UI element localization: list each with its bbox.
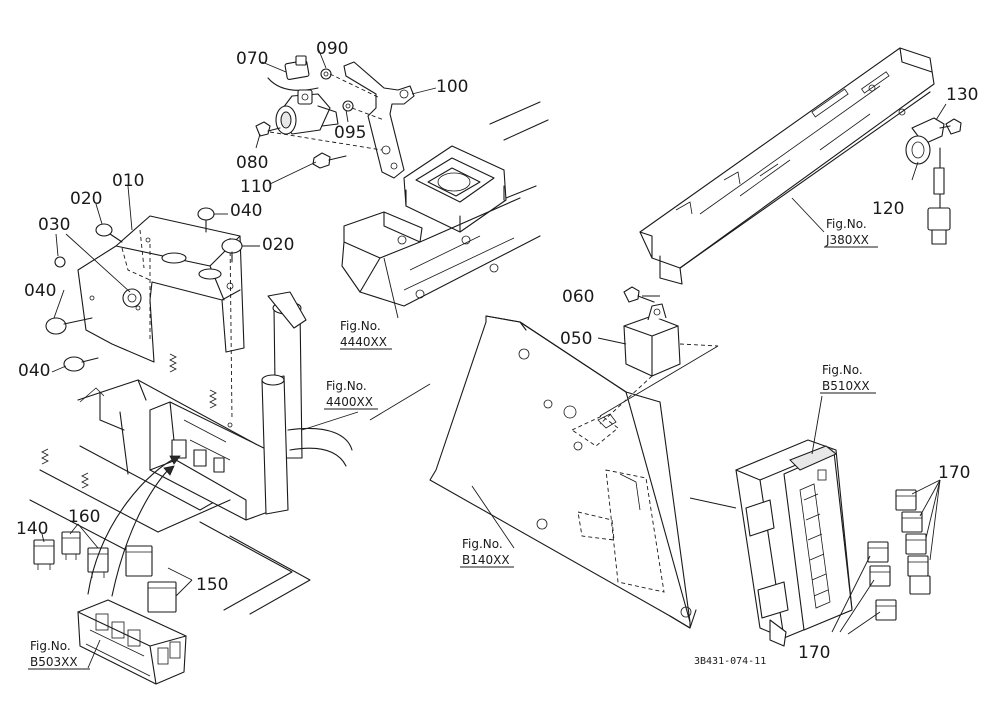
bracket-100 (269, 61, 415, 179)
label-170-top: 170 (938, 463, 970, 483)
fig-label-4400: Fig.No. (326, 379, 367, 393)
label-020-right: 020 (262, 235, 294, 255)
fig-label-b510: Fig.No. (822, 363, 863, 377)
fig-label-b140: Fig.No. (462, 537, 503, 551)
relays-170 (867, 489, 931, 621)
label-170-bottom: 170 (798, 643, 830, 663)
label-120: 120 (872, 199, 904, 219)
relay-050 (599, 286, 719, 425)
label-040-mid: 040 (24, 281, 56, 301)
ref-4440xx: 4440XX (340, 335, 387, 349)
label-010: 010 (112, 171, 144, 191)
mount-block-4440 (341, 101, 549, 307)
ref-b140xx: B140XX (462, 553, 510, 567)
label-100: 100 (436, 77, 468, 97)
ref-b503xx: B503XX (30, 655, 78, 669)
frame-j380 (639, 47, 935, 285)
chassis-4400 (29, 291, 431, 615)
figure-references: Fig.No. 4440XX Fig.No. 4400XX Fig.No. J3… (28, 217, 878, 670)
label-095: 095 (334, 123, 366, 143)
label-040-top: 040 (230, 201, 262, 221)
label-050: 050 (560, 329, 592, 349)
ref-4400xx: 4400XX (326, 395, 373, 409)
label-140: 140 (16, 519, 48, 539)
label-070: 070 (236, 49, 268, 69)
fig-label-b503: Fig.No. (30, 639, 71, 653)
label-110: 110 (240, 177, 272, 197)
sensor-120 (905, 117, 962, 245)
leader-lines (41, 47, 947, 669)
panel-b140 (429, 315, 697, 629)
label-150: 150 (196, 575, 228, 595)
label-160: 160 (68, 507, 100, 527)
label-060: 060 (562, 287, 594, 307)
ref-j380xx: J380XX (825, 233, 869, 247)
label-040-low: 040 (18, 361, 50, 381)
fig-label-4440: Fig.No. (340, 319, 381, 333)
ref-b510xx: B510XX (822, 379, 870, 393)
relays-140-160-150 (33, 455, 187, 685)
relay-assembly-070 (255, 55, 354, 169)
label-080: 080 (236, 153, 268, 173)
part-number-labels: 070 090 100 095 080 110 010 020 040 030 … (16, 39, 978, 663)
label-090: 090 (316, 39, 348, 59)
label-020-top: 020 (70, 189, 102, 209)
label-130: 130 (946, 85, 978, 105)
cover-010 (45, 207, 245, 428)
fig-label-j380: Fig.No. (826, 217, 867, 231)
drawing-code: 3B431-074-11 (694, 656, 766, 667)
label-030: 030 (38, 215, 70, 235)
fuse-box-b510 (735, 395, 853, 647)
